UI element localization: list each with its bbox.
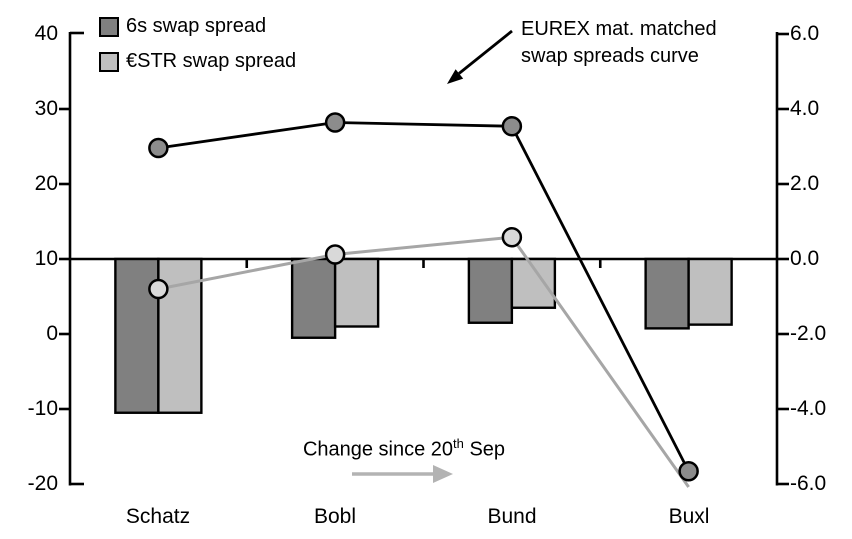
marker-black-bobl: [324, 112, 346, 133]
marker-gray-bobl: [324, 244, 346, 265]
right-axis-label: 4.0: [790, 97, 820, 120]
marker-gray-bund: [501, 227, 523, 248]
left-axis-label: 10: [34, 247, 58, 270]
change-annotation-text: Sep: [463, 438, 506, 461]
x-axis-label-schatz: Schatz: [125, 505, 191, 528]
bar-6s-buxl: [644, 257, 690, 330]
marker-black-schatz: [148, 137, 169, 159]
line-gray: [158, 235, 690, 488]
marker-gray-schatz: [148, 278, 169, 300]
curve-annotation-arrow-head-icon: [447, 69, 464, 84]
legend-label: 6s swap spread: [126, 15, 267, 37]
legend: 6s swap spread €STR swap spread: [99, 9, 296, 79]
left-axis-label: 30: [34, 97, 58, 120]
curve-annotation-arrow-shaft: [458, 29, 513, 75]
curve-annotation-line1: EUREX mat. matched: [521, 18, 717, 40]
legend-label: €STR swap spread: [126, 50, 297, 72]
legend-item-6s: 6s swap spread: [99, 9, 296, 44]
x-axis-label-bobl: Bobl: [313, 505, 357, 528]
right-axis-label: -6.0: [790, 472, 827, 495]
marker-black-bund: [501, 116, 523, 137]
bar-estr-buxl: [687, 257, 733, 326]
legend-swatch-light: [99, 51, 119, 72]
right-axis-label: 2.0: [790, 172, 820, 195]
bar-estr-bobl: [333, 257, 380, 328]
bar-6s-bund: [467, 257, 514, 324]
legend-swatch-dark: [99, 16, 119, 37]
curve-annotation: EUREX mat. matched swap spreads curve: [521, 16, 717, 70]
legend-item-estr: €STR swap spread: [99, 44, 296, 79]
right-axis-label: 6.0: [790, 22, 820, 45]
marker-black-buxl: [678, 461, 699, 482]
left-axis-label: 40: [34, 22, 58, 45]
bar-6s-schatz: [114, 257, 160, 414]
bar-6s-bobl: [290, 257, 337, 339]
change-annotation-sup: th: [453, 436, 464, 451]
line-black: [158, 121, 690, 472]
change-annotation-text: Change since 20: [302, 438, 454, 461]
x-axis-label-buxl: Buxl: [668, 505, 710, 528]
left-axis-label: 20: [34, 172, 58, 195]
left-axis-label: -20: [27, 472, 58, 495]
right-axis-label: -4.0: [790, 397, 827, 420]
change-arrow-head-icon: [433, 465, 453, 483]
curve-annotation-line2: swap spreads curve: [521, 45, 699, 67]
left-axis-label: 0: [46, 322, 58, 345]
left-axis-label: -10: [27, 397, 58, 420]
change-annotation: Change since 20th Sep: [284, 436, 524, 462]
x-axis-label-bund: Bund: [487, 505, 537, 528]
right-axis-label: 0.0: [790, 247, 820, 270]
right-axis-label: -2.0: [790, 322, 827, 345]
